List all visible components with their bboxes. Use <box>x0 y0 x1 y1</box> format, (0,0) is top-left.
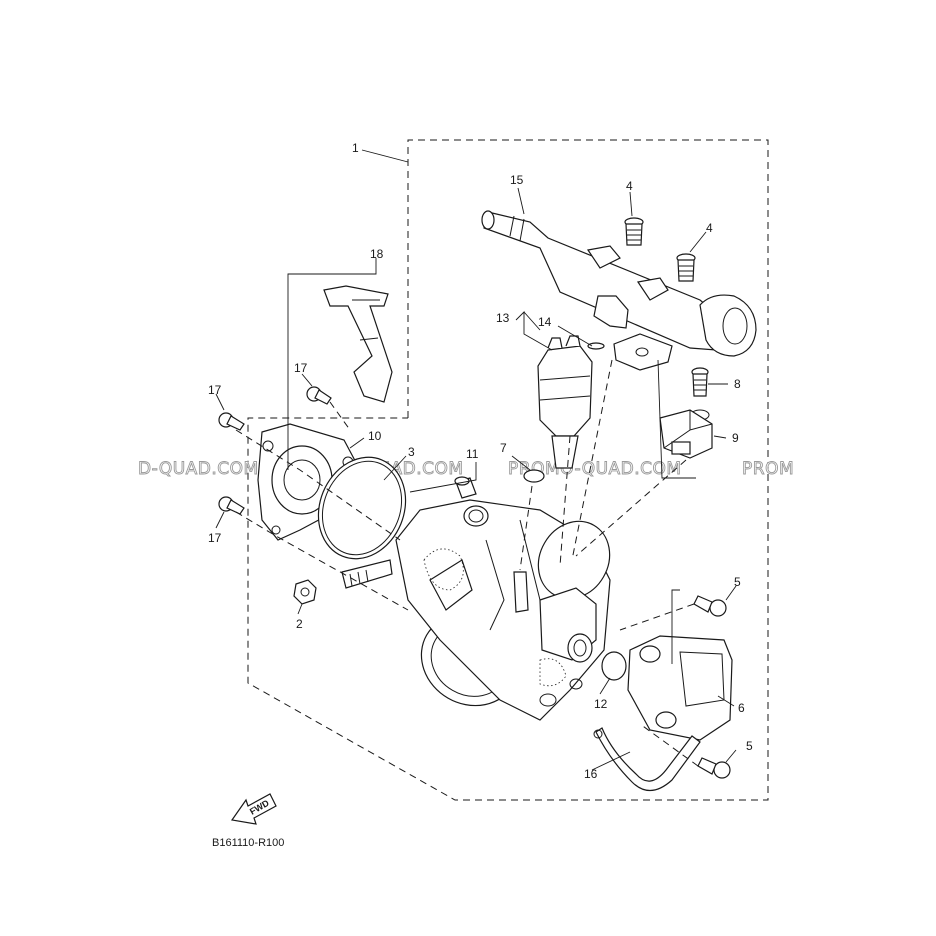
callout-4: 4 <box>706 221 713 235</box>
callout-1: 1 <box>352 141 359 155</box>
fuel-injector-part <box>537 335 605 469</box>
o-ring-part-7 <box>523 469 545 483</box>
screw-part-4a <box>624 217 644 246</box>
callout-13: 13 <box>496 311 510 325</box>
callout-6: 6 <box>738 701 745 715</box>
watermark-strip: D-QUAD.COM PROMO-QUAD.COM PROMO-QUAD.COM… <box>138 459 795 480</box>
bolt-part-17c <box>218 496 245 515</box>
callout-8: 8 <box>734 377 741 391</box>
nut-part-2 <box>293 579 317 605</box>
watermark-text: PROM <box>742 459 794 479</box>
drawing-code: B161110-R100 <box>212 837 284 849</box>
throttle-sensor-part <box>627 635 733 741</box>
stud-part <box>341 559 393 589</box>
watermark-text: PROMO-QUAD.COM <box>508 459 682 479</box>
callout-7: 7 <box>500 441 507 455</box>
callout-2: 2 <box>296 617 303 631</box>
callout-labels: 1 2 3 4 4 5 5 6 7 8 9 10 11 12 13 14 15 … <box>208 141 753 781</box>
callout-5: 5 <box>734 575 741 589</box>
hose-part-16 <box>593 727 701 792</box>
callout-15: 15 <box>510 173 524 187</box>
callout-17: 17 <box>208 531 222 545</box>
callout-9: 9 <box>732 431 739 445</box>
bracket-part-18 <box>323 285 393 403</box>
bolt-part-17a <box>218 412 245 431</box>
callout-17: 17 <box>294 361 308 375</box>
alignment-axes <box>235 359 699 767</box>
watermark-text: D-QUAD.COM <box>138 459 259 479</box>
forward-direction-arrow: FWD <box>230 793 277 825</box>
assembly-boundary <box>247 139 769 801</box>
callout-10: 10 <box>368 429 382 443</box>
callout-14: 14 <box>538 315 552 329</box>
intake-sensor-part <box>659 409 713 459</box>
callout-12: 12 <box>594 697 608 711</box>
throttle-body-part <box>395 499 611 721</box>
bolt-part-17b <box>306 386 332 405</box>
callout-5: 5 <box>746 739 753 753</box>
callout-18: 18 <box>370 247 384 261</box>
leader-lines <box>215 149 737 771</box>
gasket-part-3 <box>317 456 407 560</box>
fuel-rail-part <box>481 210 757 371</box>
screw-part-5a <box>693 595 727 617</box>
callout-11: 11 <box>466 447 479 461</box>
screw-part-4b <box>676 253 696 282</box>
callout-3: 3 <box>408 445 415 459</box>
callout-16: 16 <box>584 767 598 781</box>
screw-part-5b <box>697 757 731 779</box>
callout-17: 17 <box>208 383 222 397</box>
o-ring-part-12 <box>601 651 627 681</box>
callout-4: 4 <box>626 179 633 193</box>
